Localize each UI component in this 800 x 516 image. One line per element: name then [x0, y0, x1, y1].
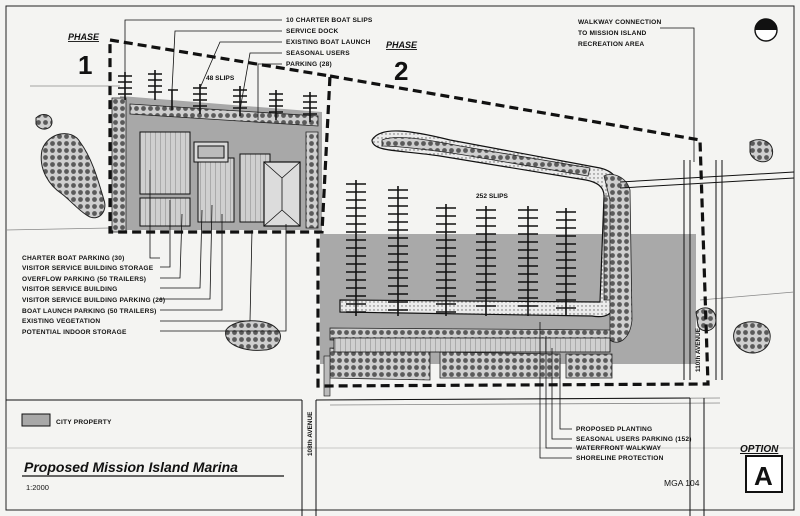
- legend-city-property-swatch: [21, 413, 51, 427]
- phase2-boundary: [316, 74, 710, 388]
- phase2-slips: 252 SLIPS: [476, 193, 508, 200]
- callouts-left: CHARTER BOAT PARKING (30) VISITOR SERVIC…: [22, 255, 165, 336]
- street-110th-avenue: 110th AVENUE: [695, 327, 702, 372]
- visitor-service-building: [263, 161, 301, 227]
- callout-existing-boat-launch: EXISTING BOAT LAUNCH: [286, 39, 371, 46]
- callout-boat-launch-parking: BOAT LAUNCH PARKING (50 TRAILERS): [22, 308, 157, 315]
- phase2-number: 2: [394, 56, 408, 86]
- callout-visitor-building-parking: VISITOR SERVICE BUILDING PARKING (26): [22, 297, 165, 304]
- seasonal-users-parking: [333, 337, 611, 353]
- callout-charter-boat-parking: CHARTER BOAT PARKING (30): [22, 255, 125, 262]
- option-label: OPTION: [740, 444, 779, 455]
- callout-seasonal-users: SEASONAL USERS: [286, 50, 350, 57]
- callouts-right-top: WALKWAY CONNECTION TO MISSION ISLAND REC…: [578, 19, 661, 48]
- callout-leaders: [124, 19, 695, 459]
- avenues: [6, 397, 705, 516]
- phase1-label: PHASE: [68, 32, 100, 42]
- walkway-connection: [619, 160, 795, 380]
- callout-overflow-parking: OVERFLOW PARKING (50 TRAILERS): [22, 276, 146, 283]
- option-box: [745, 455, 783, 493]
- callout-walkway-connection: WALKWAY CONNECTION: [578, 19, 661, 26]
- phase2-slip-fingers: [346, 183, 576, 313]
- callout-visitor-service-building: VISITOR SERVICE BUILDING: [22, 286, 117, 293]
- sheet-border: [5, 5, 795, 511]
- callouts-top: 10 CHARTER BOAT SLIPS SERVICE DOCK EXIST…: [286, 17, 373, 68]
- callout-charter-boat-slips: 10 CHARTER BOAT SLIPS: [286, 17, 373, 24]
- existing-vegetation: [35, 114, 774, 354]
- drawing-number: MGA 104: [664, 478, 700, 488]
- callout-visitor-building-storage: VISITOR SERVICE BUILDING STORAGE: [22, 265, 154, 272]
- callout-potential-indoor-storage: POTENTIAL INDOOR STORAGE: [22, 329, 127, 336]
- drawing-scale: 1:2000: [26, 483, 49, 492]
- option-letter: A: [754, 461, 773, 491]
- callout-seasonal-users-parking: SEASONAL USERS PARKING (152): [576, 436, 692, 443]
- phase1-boundary: [108, 38, 332, 234]
- callouts-bottom: PROPOSED PLANTING SEASONAL USERS PARKING…: [576, 426, 692, 462]
- north-arrow: [754, 18, 778, 42]
- callout-proposed-planting: PROPOSED PLANTING: [576, 426, 652, 433]
- callout-recreation-area: RECREATION AREA: [578, 41, 644, 48]
- phase1-slips: 48 SLIPS: [206, 75, 235, 82]
- callout-service-dock: SERVICE DOCK: [286, 28, 339, 35]
- drawing-title: Proposed Mission Island Marina: [24, 459, 238, 475]
- callout-existing-vegetation: EXISTING VEGETATION: [22, 318, 100, 325]
- callout-parking-28: PARKING (28): [286, 61, 332, 68]
- callout-shoreline-protection: SHORELINE PROTECTION: [576, 455, 664, 462]
- legend-city-property-label: CITY PROPERTY: [56, 419, 112, 426]
- phase2-label: PHASE: [386, 40, 418, 50]
- street-108th-avenue: 108th AVENUE: [307, 411, 314, 456]
- phase1-number: 1: [78, 50, 92, 80]
- callout-to-mission-island: TO MISSION ISLAND: [578, 30, 647, 37]
- breakwater-walkway: [339, 130, 621, 318]
- callout-waterfront-walkway: WATERFRONT WALKWAY: [576, 445, 662, 452]
- phase1-parking: [139, 131, 271, 227]
